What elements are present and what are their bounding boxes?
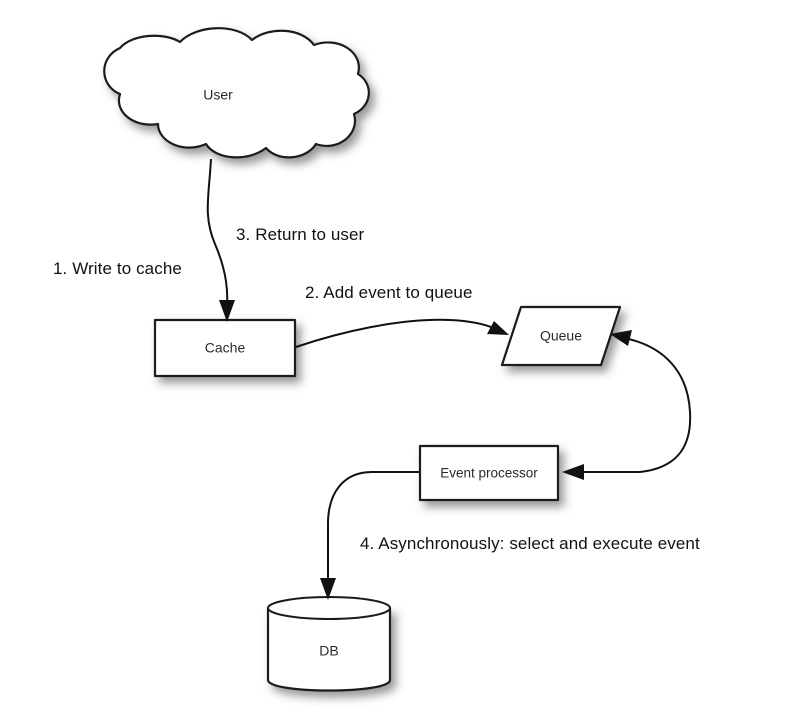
cache-rect [153,318,297,378]
arrowhead-event-processor [562,464,584,480]
node-label-user: User [203,87,233,103]
arrowhead-queue-return [610,330,632,346]
step-label-3: 3. Return to user [236,225,365,244]
connector-path [327,471,419,586]
node-label-event-processor: Event processor [440,466,538,481]
db-cylinder-top [267,596,391,620]
node-label-db: DB [319,643,338,659]
node-cache[interactable]: Cache [153,318,297,378]
arrowhead-queue [487,321,509,335]
connector-event-processor-to-db [320,471,419,600]
step-label-4: 4. Asynchronously: select and execute ev… [360,534,700,553]
connector-path [295,318,497,348]
node-label-cache: Cache [205,340,246,356]
cloud-shape [103,27,370,159]
step-label-1: 1. Write to cache [53,259,182,278]
node-user[interactable]: User [103,27,370,159]
node-queue[interactable]: Queue [500,305,622,367]
db-cylinder-body [266,606,392,692]
connector-path [576,337,692,473]
queue-parallelogram [500,305,622,367]
arrowhead-db [320,578,336,600]
connector-queue-event-processor [562,330,692,480]
node-db[interactable]: DB [266,596,392,692]
event-processor-rect [418,444,560,502]
arrowhead-cache [219,300,235,322]
connector-user-to-cache [206,158,235,322]
node-event-processor[interactable]: Event processor [418,444,560,502]
connector-cache-to-queue [295,318,509,348]
node-label-queue: Queue [540,328,582,344]
step-label-2: 2. Add event to queue [305,283,473,302]
connector-path [206,158,229,309]
